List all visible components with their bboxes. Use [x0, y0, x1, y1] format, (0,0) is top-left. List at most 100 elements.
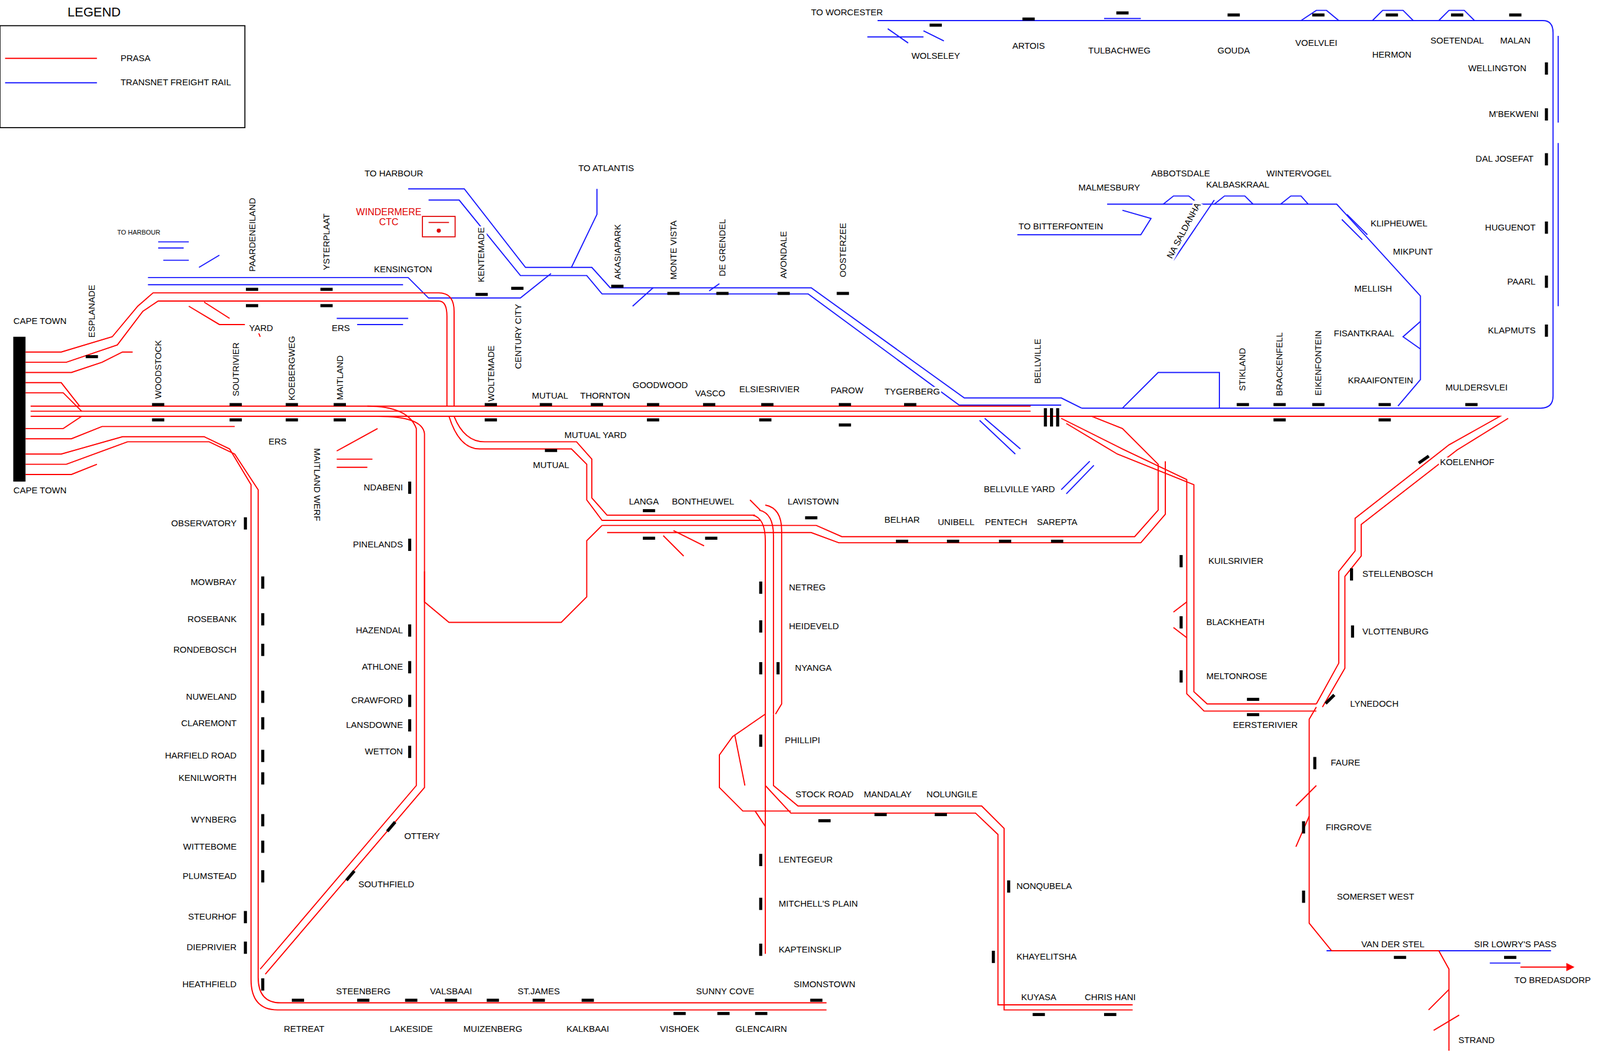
track-element: [30, 406, 1031, 417]
station-label: TULBACHWEG: [1087, 45, 1152, 56]
station-label: EERSTERIVIER: [1231, 720, 1299, 731]
station-label: LYNEDOCH: [1348, 699, 1400, 710]
track-element: [759, 662, 763, 675]
station-label: NA SALDANHA: [1164, 200, 1203, 262]
track-element: [158, 241, 409, 325]
track-element: [571, 188, 597, 268]
track-element: [261, 814, 265, 828]
track-element: [1116, 11, 1129, 15]
track-element: [759, 734, 763, 748]
station-label: ATHLONE: [360, 662, 405, 673]
track-element: [1066, 423, 1317, 705]
station-label: MITCHELL'S PLAIN: [777, 899, 860, 910]
station-label: DE GRENDEL: [717, 218, 728, 279]
track-element: [444, 999, 458, 1003]
track-element: [408, 538, 412, 552]
track-element: [1179, 670, 1183, 683]
track-element: [1504, 956, 1517, 960]
track-element: [1227, 13, 1240, 17]
station-label: BELLVILLE YARD: [982, 484, 1057, 495]
track-element: [261, 691, 265, 704]
track-element: [755, 1012, 768, 1016]
track-element: [777, 291, 790, 295]
track-element: [759, 898, 763, 911]
station-label: VOELVLEI: [1294, 38, 1339, 49]
passenger-track: [25, 292, 1566, 1052]
station-label: LANSDOWNE: [344, 720, 405, 731]
track-element: [261, 870, 265, 883]
track-element: [998, 540, 1012, 543]
station-label: HEIDEVELD: [787, 621, 840, 632]
station-label: THORNTON: [578, 391, 632, 402]
station-label: WYNBERG: [190, 815, 239, 826]
track-element: [424, 525, 603, 623]
station-label: HERMON: [1371, 50, 1413, 60]
track-element: [408, 695, 412, 708]
station-label: CENTURY CITY: [513, 302, 524, 370]
station-label: MALMESBURY: [1077, 182, 1142, 193]
track-element: [244, 941, 248, 955]
track-element: [991, 951, 995, 964]
station-label: VISHOEK: [658, 1024, 701, 1035]
track-element: [1022, 17, 1035, 21]
track-element: [874, 813, 888, 817]
track-element: [581, 999, 595, 1003]
station-label: KOELENHOF: [1438, 457, 1496, 468]
track-element: [716, 291, 729, 295]
station-label: SUNNY COVE: [694, 987, 756, 998]
track-element: [1351, 625, 1355, 639]
track-element: [1544, 221, 1548, 235]
track-element: [261, 772, 265, 785]
station-label: MIKPUNT: [1391, 247, 1435, 258]
track-element: [1341, 214, 1368, 240]
track-element: [1544, 62, 1548, 75]
station-label: PLUMSTEAD: [181, 871, 238, 882]
track-element: [776, 662, 780, 675]
station-label: WITTEBOME: [181, 842, 238, 853]
track-element: [947, 540, 960, 543]
track-element: [475, 292, 488, 296]
station-label: EIKENFONTEIN: [1313, 329, 1324, 398]
station-label: SOETENDAL: [1429, 35, 1486, 46]
legend-text: PRASA: [119, 53, 152, 64]
station-label: STIKLAND: [1238, 346, 1249, 392]
station-label: WETTON: [363, 747, 405, 758]
track-element: [265, 416, 425, 975]
track-element: [1378, 418, 1392, 422]
station-label: MELLISH: [1352, 284, 1393, 295]
station-label: STOCK ROAD: [794, 790, 855, 800]
track-element: [647, 403, 660, 407]
track-element: [1236, 403, 1249, 407]
track-element: [1122, 372, 1220, 409]
track-element: [702, 403, 716, 407]
station-label: OBSERVATORY: [170, 518, 238, 529]
station-label: RETREAT: [282, 1024, 326, 1035]
track-element: [1544, 275, 1548, 289]
track-element: [1061, 418, 1317, 712]
station-label: STEURHOF: [187, 912, 239, 923]
track-element: [759, 854, 763, 867]
station-label: KUYASA: [1020, 992, 1058, 1003]
track-element: [25, 352, 235, 439]
station-label: WELLINGTON: [1467, 63, 1528, 74]
station-label: TO HARBOUR: [115, 228, 162, 236]
station-label: UNIBELL: [936, 517, 976, 528]
station-label: VALSBAAI: [428, 987, 473, 998]
track-element: [1051, 540, 1064, 543]
track-element: [642, 509, 656, 513]
track-element: [1312, 403, 1325, 407]
track-element: [1544, 108, 1548, 121]
station-label: GOODWOOD: [631, 380, 689, 391]
track-element: [261, 750, 265, 763]
station-label: WOLTEMADE: [485, 344, 496, 403]
track-element: [1394, 956, 1407, 960]
track-element: [320, 304, 333, 308]
track-element: [632, 284, 720, 307]
station-label: CRAWFORD: [350, 695, 405, 706]
track-element: [333, 418, 346, 422]
track-element: [261, 978, 265, 992]
station-label: PENTECH: [984, 517, 1029, 528]
track-element: [229, 418, 242, 422]
station-label: AVONDALE: [778, 230, 789, 280]
